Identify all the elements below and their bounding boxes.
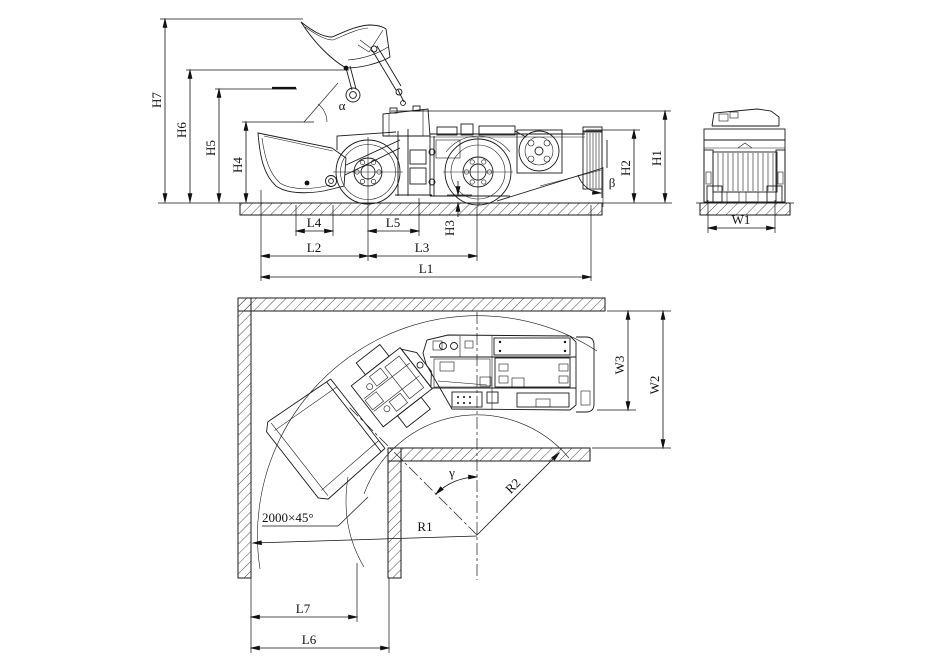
bucket-lowered [257, 132, 401, 194]
w2-dim: W2 [592, 309, 671, 450]
ground-hatch [239, 202, 603, 216]
wall-top [237, 297, 606, 312]
side-view: α β H7 H6 H5 H4 H3 [149, 17, 672, 281]
wall-inner-vertical [387, 447, 402, 579]
front-frame [336, 129, 432, 196]
dim-label-h4: H4 [230, 157, 245, 173]
dim-label-r1: R1 [417, 519, 432, 534]
dim-label-l2: L2 [307, 240, 321, 255]
plan-rear-unit [422, 334, 595, 413]
wall-inner-horizontal [387, 447, 591, 462]
front-view: W1 [696, 108, 794, 233]
dim-label-r2: R2 [502, 475, 523, 496]
chamfer-label: 2000×45° [262, 510, 314, 525]
inner-turning-arc [363, 414, 570, 495]
wall-left [237, 297, 252, 579]
dim-label-alpha: α [339, 98, 346, 113]
dim-label-h6: H6 [174, 122, 189, 138]
outer-turning-arc [257, 315, 598, 570]
dim-label-gamma: γ [448, 465, 455, 480]
front-machine [703, 108, 786, 203]
dim-label-l7: L7 [296, 601, 311, 616]
alpha-dim: α [303, 82, 346, 123]
dim-label-l1: L1 [419, 261, 433, 276]
dim-label-l4: L4 [307, 215, 322, 230]
rear-wheel [443, 135, 513, 207]
bucket-raised [300, 21, 406, 106]
dim-label-l6: L6 [302, 632, 317, 647]
rear-body [428, 123, 608, 202]
l7-l6-dims: L7 L6 [249, 563, 391, 653]
dim-label-beta: β [609, 175, 616, 190]
dim-label-h1: H1 [649, 150, 664, 166]
front-wheel [333, 137, 403, 207]
plan-front-unit [266, 343, 433, 500]
dim-label-l5: L5 [386, 215, 400, 230]
w1-dim: W1 [706, 200, 777, 233]
chamfer-note: 2000×45° [262, 496, 369, 527]
dim-label-h5: H5 [203, 140, 218, 156]
height-dims: H7 H6 H5 H4 H3 H2 H1 [149, 17, 671, 236]
plan-view: W3 W2 R1 R2 γ 2000×45° [237, 297, 671, 653]
front-ground-hatch [699, 202, 791, 216]
length-dims: L4 L5 L2 L3 L1 [259, 190, 593, 281]
dim-label-w3: W3 [612, 356, 627, 375]
dim-label-h7: H7 [149, 92, 164, 108]
dim-label-w1: W1 [732, 212, 751, 227]
centerline-diagonal [347, 405, 478, 536]
r2-dim: R2 [476, 451, 561, 536]
hopper [382, 105, 431, 137]
w3-dim: W3 [597, 309, 671, 412]
dim-label-w2: W2 [647, 376, 662, 395]
bucket-swing-arc [345, 476, 365, 568]
dim-label-l3: L3 [415, 240, 429, 255]
dim-label-h2: H2 [618, 160, 633, 176]
gamma-dim: γ [434, 465, 479, 496]
beta-dim: β [577, 167, 616, 207]
dim-label-h3: H3 [442, 220, 457, 236]
r1-dim: R1 [251, 519, 478, 546]
